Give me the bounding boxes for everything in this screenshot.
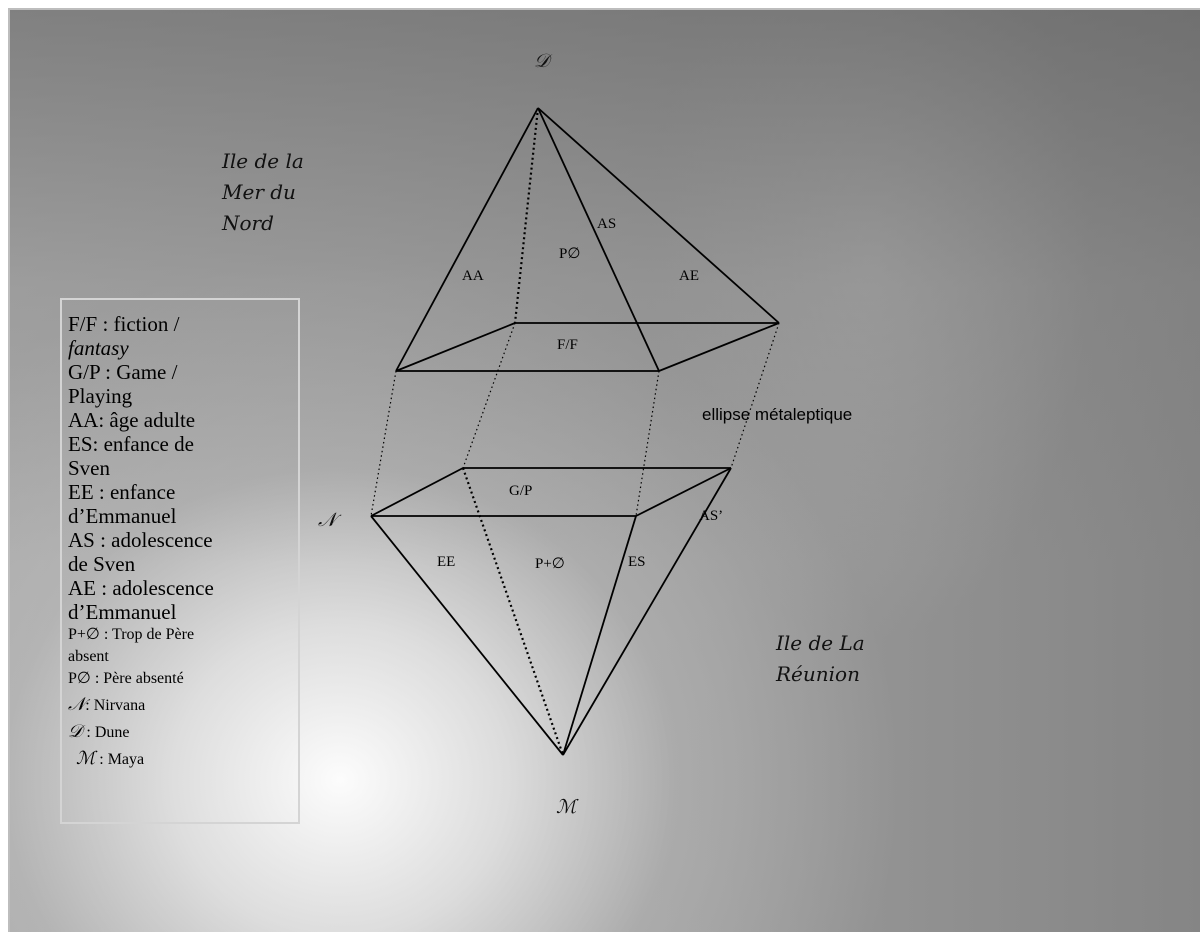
link-front (635, 370, 660, 517)
face-label-aa: AA (462, 268, 484, 284)
legend-symbol-nirvana: 𝒩: Nirvana (66, 694, 298, 717)
legend-line: AE : adolescence (68, 576, 214, 600)
vertex-nirvana-label: 𝒩 (318, 509, 337, 531)
face-label-p-plus-absent: P+∅ (535, 556, 565, 572)
edge-m-front (562, 515, 637, 756)
edge-m-hidden-dotted (461, 467, 565, 756)
legend-symbol-text: : Nirvana (85, 697, 146, 714)
upper-base-left (395, 322, 516, 372)
legend-line: AA: âge adulte (68, 408, 196, 432)
link-left (370, 370, 397, 517)
edge-m-right (562, 467, 732, 756)
edge-d-hidden-dotted (513, 107, 540, 324)
island-reunion-label: Ile de La Réunion (776, 631, 865, 686)
lower-base-right (635, 467, 732, 517)
legend-symbol-text: : Dune (82, 724, 130, 741)
edge-m-left (370, 515, 564, 756)
link-right (730, 322, 780, 469)
face-label-ee: EE (437, 554, 456, 570)
island-north-sea-label: Ile de la Mer du Nord (222, 149, 304, 235)
legend-line: Playing (68, 384, 133, 408)
face-label-p-absent: P∅ (559, 246, 581, 262)
legend-line: d’Emmanuel (68, 600, 177, 624)
legend-line-small: P+∅ : Trop de Père (68, 626, 195, 643)
face-label-gp: G/P (509, 483, 533, 499)
legend-line-small: absent (68, 648, 109, 665)
face-label-ae: AE (679, 268, 699, 284)
legend-line: G/P : Game / (68, 360, 178, 384)
face-label-ff: F/F (557, 337, 578, 353)
legend-line: AS : adolescence (68, 528, 213, 552)
legend-symbol: 𝒟 (68, 721, 83, 742)
legend-symbol-dune: 𝒟 : Dune (66, 721, 298, 744)
edge-d-front-right (537, 107, 660, 372)
legend-symbol-maya: ℳ : Maya (66, 748, 298, 771)
vertex-maya-label: ℳ (556, 796, 577, 818)
lower-base-left (370, 467, 464, 517)
link-back (462, 322, 516, 469)
legend-symbol: ℳ (76, 748, 96, 769)
upper-base-right (658, 322, 780, 372)
legend-symbol: 𝒩 (68, 694, 86, 715)
legend-line-small: P∅ : Père absenté (68, 670, 184, 687)
legend-line: fantasy (68, 336, 129, 360)
legend-line: de Sven (68, 552, 136, 576)
legend-line: d’Emmanuel (68, 504, 177, 528)
legend-box: F/F : fiction / fantasy G/P : Game / Pla… (60, 298, 300, 824)
legend-symbol-text: : Maya (95, 751, 145, 768)
lower-pyramid (370, 467, 732, 756)
legend-line: ES: enfance de (68, 432, 194, 456)
edge-d-left (395, 107, 539, 372)
ellipse-metaleptique-label: ellipse métaleptique (702, 405, 853, 424)
face-label-as: AS (597, 216, 617, 232)
diagram-background (8, 8, 1200, 932)
legend-line: Sven (68, 456, 110, 480)
face-label-as-prime: AS’ (699, 508, 724, 524)
legend-line: EE : enfance (68, 480, 176, 504)
face-label-es: ES (628, 554, 646, 570)
edge-d-right (537, 107, 780, 324)
metaleptic-dotted-links (370, 322, 780, 517)
legend-line: F/F : fiction / (68, 312, 180, 336)
vertex-dune-label: 𝒟 (534, 50, 550, 72)
upper-pyramid (395, 107, 780, 372)
